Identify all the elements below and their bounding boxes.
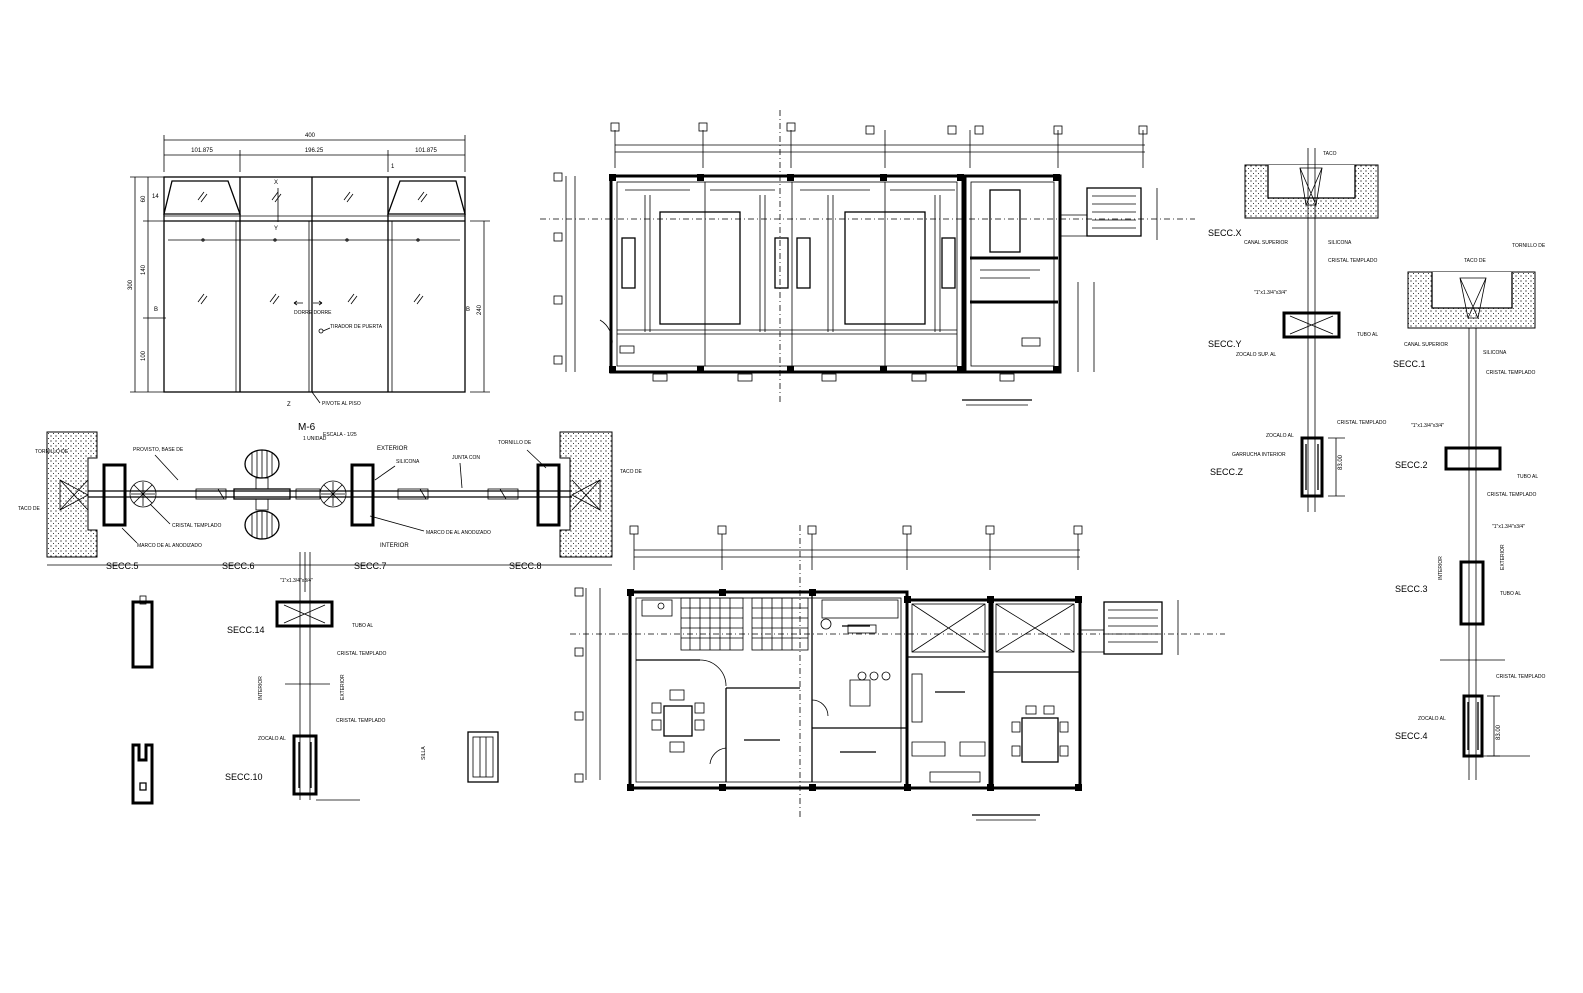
dim-center-panel: 196.25: [305, 148, 324, 154]
label-exterior: EXTERIOR: [377, 446, 408, 452]
note-cristal-x: CRISTAL TEMPLADO: [1328, 258, 1377, 264]
section-4-label: SECC.4: [1395, 731, 1428, 741]
note-junta: JUNTA CON: [452, 455, 480, 461]
note-tubo-2: TUBO AL: [1517, 474, 1538, 480]
door-elevation: 400 101.875 196.25 101.875 60 140 100 30…: [128, 133, 490, 408]
dining-set: [651, 689, 705, 753]
dim-total-height: 300: [128, 279, 134, 290]
section-8-label: SECC.8: [509, 561, 542, 571]
section-10-label: SECC.10: [225, 772, 263, 782]
note-cristal-1: CRISTAL TEMPLADO: [337, 651, 386, 657]
tag-y: Y: [274, 226, 278, 232]
dim-1234: 83.00: [1496, 724, 1502, 740]
dim-door-height: 240: [477, 304, 483, 315]
section-7-label: SECC.7: [354, 561, 387, 571]
section-x-label: SECC.X: [1208, 228, 1242, 238]
section-14-label: SECC.14: [227, 625, 265, 635]
note-taco: TACO: [1323, 151, 1337, 157]
dim-left-panel: 101.875: [191, 148, 213, 154]
note-tubo: TUBO AL: [352, 623, 373, 629]
dim-xyz: 83.00: [1338, 454, 1344, 470]
note-tornillo-right: TORNILLO DE: [498, 440, 532, 446]
note-cristal-3: CRISTAL TEMPLADO: [1496, 674, 1545, 680]
label-interior-14: INTERIOR: [258, 676, 264, 700]
note-provisional: PROVISTO, BASE DE: [133, 447, 184, 453]
note-silicona-1: SILICONA: [1483, 350, 1507, 356]
note-taco-left: TACO DE: [18, 506, 41, 512]
note-silicona-x: SILICONA: [1328, 240, 1352, 246]
section-1-label: SECC.1: [1393, 359, 1426, 369]
detail-title: M-6: [298, 422, 316, 433]
bench-detail: SILLA: [421, 731, 499, 783]
note-taco-1: TACO DE: [1464, 258, 1487, 264]
label-door: DORRE DORRE: [294, 310, 332, 316]
dim-transom: 60: [141, 195, 147, 202]
section-5-label: SECC.5: [106, 561, 139, 571]
note-profile: "1"x1.3/4"x3/4": [280, 578, 313, 584]
label-floor-pivot: PIVOTE AL PISO: [322, 401, 361, 407]
label-handle: TIRADOR DE PUERTA: [330, 324, 383, 330]
note-marco-right: MARCO DE AL ANODIZADO: [426, 530, 491, 536]
note-profile-2: "1"x1.3/4"x3/4": [1411, 423, 1444, 429]
dim-total: 400: [305, 133, 316, 139]
profile-details: [131, 595, 154, 805]
marker-b-left: B: [154, 307, 158, 313]
dim-lower-glass: 100: [141, 350, 147, 361]
note-tubo-3: TUBO AL: [1500, 591, 1521, 597]
section-2-label: SECC.2: [1395, 460, 1428, 470]
handle-symbol: [233, 449, 291, 540]
detail-secc14: "1"x1.3/4"x3/4" SECC.14 TUBO AL CRISTAL …: [225, 552, 386, 801]
meeting-set: [1011, 705, 1069, 763]
detail-subtitle: 1 UNIDAD: [303, 436, 327, 442]
label-exterior-1234: EXTERIOR: [1500, 544, 1506, 570]
note-zocalo: ZOCALO AL: [258, 736, 286, 742]
note-canal-1: CANAL SUPERIOR: [1404, 342, 1448, 348]
note-tornillo-1: TORNILLO DE: [1512, 243, 1546, 249]
section-z-label: SECC.Z: [1210, 467, 1244, 477]
upper-floor-plan: [540, 110, 1195, 406]
note-silicona: SILICONA: [396, 459, 420, 465]
tag-x: X: [274, 180, 278, 186]
marker-b-right: B: [466, 307, 470, 313]
note-zocalo-sup: ZOCALO SUP. AL: [1236, 352, 1276, 358]
note-cristal: CRISTAL TEMPLADO: [172, 523, 221, 529]
dim-right-panel: 101.875: [415, 148, 437, 154]
label-interior: INTERIOR: [380, 543, 409, 549]
lower-floor-plan: [570, 525, 1225, 821]
dim-upper-glass: 140: [141, 264, 147, 275]
bench-note: SILLA: [421, 746, 427, 760]
tag-z: Z: [287, 402, 291, 408]
note-marco-left: MARCO DE AL ANODIZADO: [137, 543, 202, 549]
detail-m6-plan: M-6 1 UNIDAD ESCALA - 1/25 EXTERIOR INTE…: [18, 422, 643, 571]
note-zocalo-4: ZOCALO AL: [1418, 716, 1446, 722]
note-tornillo-left: TORNILLO DE: [35, 449, 69, 455]
section-6-label: SECC.6: [222, 561, 255, 571]
note-garrucha: GARRUCHA INTERIOR: [1232, 452, 1286, 458]
label-interior-1234: INTERIOR: [1438, 556, 1444, 580]
note-cristal-2: CRISTAL TEMPLADO: [1487, 492, 1536, 498]
label-exterior-14: EXTERIOR: [340, 674, 346, 700]
section-3-label: SECC.3: [1395, 584, 1428, 594]
note-profile-x: "1"x1.3/4"x3/4": [1254, 290, 1287, 296]
tag-1: 1: [391, 164, 395, 170]
note-cristal-2: CRISTAL TEMPLADO: [336, 718, 385, 724]
note-zocalo-z: ZOCALO AL: [1266, 433, 1294, 439]
note-cristal-y: CRISTAL TEMPLADO: [1337, 420, 1386, 426]
detail-secc-1234: TORNILLO DE TACO DE CANAL SUPERIOR SILIC…: [1393, 243, 1546, 780]
detail-scale: ESCALA - 1/25: [323, 432, 357, 438]
section-y-label: SECC.Y: [1208, 339, 1242, 349]
note-taco-right: TACO DE: [620, 469, 643, 475]
note-cristal-1: CRISTAL TEMPLADO: [1486, 370, 1535, 376]
tag-14: 14: [152, 194, 159, 200]
note-profile-3: "1"x1.3/4"x3/4": [1492, 524, 1525, 530]
note-tubo-y: TUBO AL: [1357, 332, 1378, 338]
note-canal: CANAL SUPERIOR: [1244, 240, 1288, 246]
detail-secc-xyz: TACO SECC.X CANAL SUPERIOR SILICONA CRIS…: [1208, 148, 1386, 512]
